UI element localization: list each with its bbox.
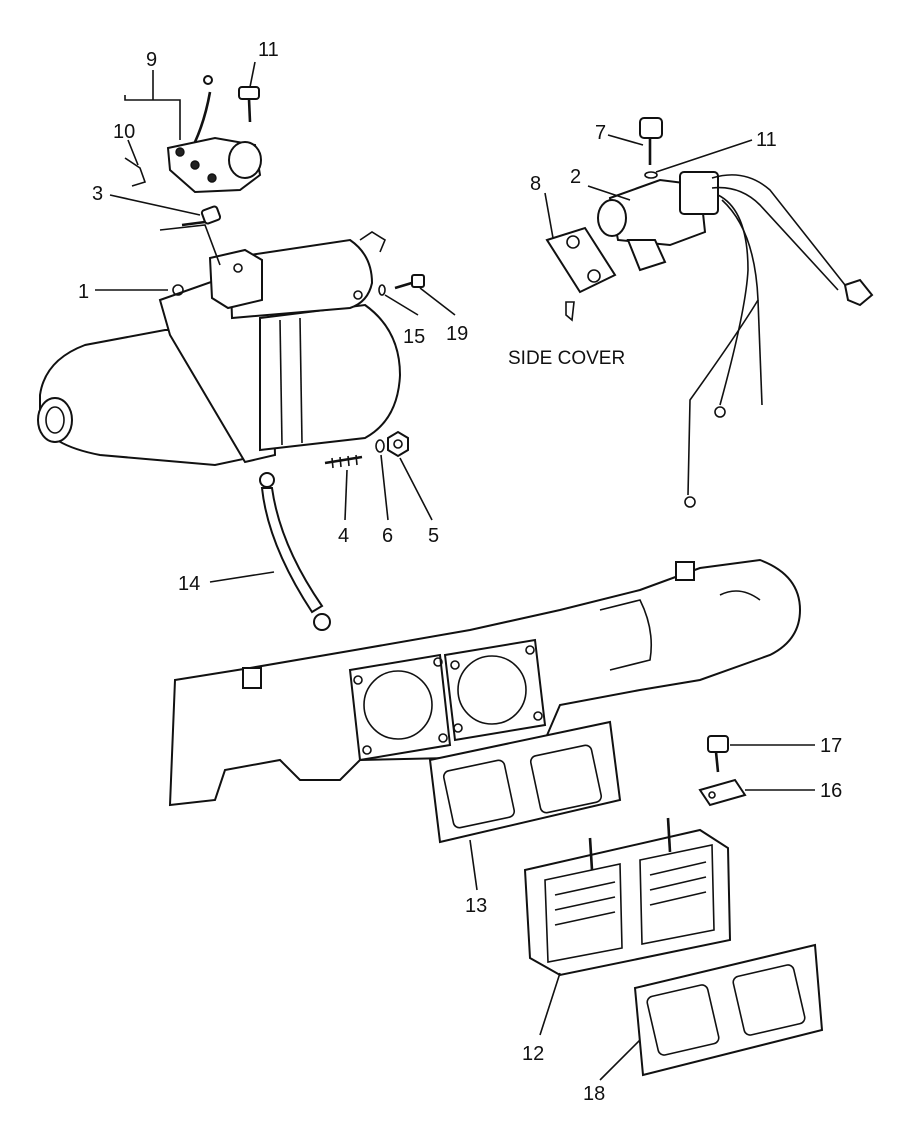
callout-13: 13 (465, 895, 487, 917)
callout-2: 2 (570, 166, 581, 188)
callout-7: 7 (595, 122, 606, 144)
wiring-harness (684, 174, 874, 508)
callout-5: 5 (428, 525, 439, 547)
starter-motor (37, 231, 402, 467)
bolt-3 (181, 205, 222, 227)
bolt-11-top (238, 86, 260, 123)
bolt-7 (639, 117, 663, 165)
callout-4: 4 (338, 525, 349, 547)
manifold-flanges (348, 638, 547, 762)
callout-10: 10 (113, 121, 135, 143)
callout-3: 3 (92, 183, 103, 205)
callout-15: 15 (403, 326, 425, 348)
callout-11-right: 11 (756, 129, 777, 151)
side-cover-caption: SIDE COVER (508, 348, 625, 369)
callout-18: 18 (583, 1083, 605, 1105)
side-cover-plate (545, 226, 617, 322)
callout-14: 14 (178, 573, 200, 595)
ground-cable (259, 472, 331, 631)
clamp-16 (698, 778, 747, 807)
gasket-13 (428, 720, 622, 844)
washer-11-right (644, 171, 658, 179)
callout-19: 19 (446, 323, 468, 345)
callout-11-top: 11 (258, 39, 279, 61)
gasket-18 (633, 943, 824, 1077)
callout-17: 17 (820, 735, 842, 757)
callout-8: 8 (530, 173, 541, 195)
intake-heater (523, 817, 732, 977)
callout-6: 6 (382, 525, 393, 547)
magnetic-switch (597, 171, 719, 272)
washer-15-bolt-19 (378, 274, 425, 296)
stud-washer-nut (324, 430, 409, 469)
callout-1: 1 (78, 281, 89, 303)
callout-16: 16 (820, 780, 842, 802)
callout-9: 9 (146, 49, 157, 71)
callout-12: 12 (522, 1043, 544, 1065)
solenoid-switch (124, 75, 262, 194)
bolt-17 (707, 735, 729, 773)
leader-lines (95, 61, 815, 1081)
